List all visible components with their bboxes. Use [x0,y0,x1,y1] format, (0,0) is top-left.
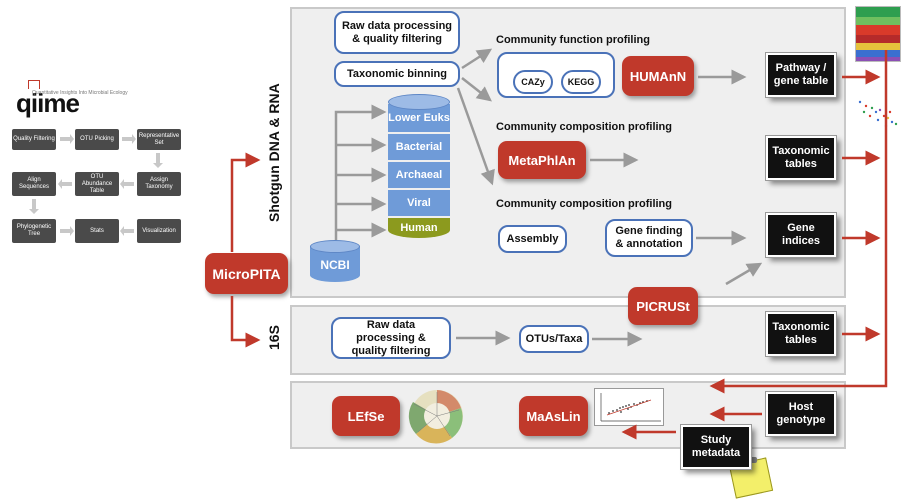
qiime-step-otu-picking: OTU Picking [75,129,119,150]
db-segment-human: Human [388,218,450,238]
qiime-step-phylogenetic-tree: Phylogenetic Tree [12,219,56,243]
database-cylinder: Lower Euks Bacterial Archaeal Viral Huma… [388,90,450,245]
thumb-band-darkred [856,35,900,43]
db-cylinder-top [388,94,450,110]
pathway-gene-table-box: Pathway / gene table [765,52,837,98]
cazy-box: CAZy [513,70,553,94]
qiime-step-visualization: Visualization [137,219,181,243]
thumb-band-blue [856,50,900,57]
community-function-heading: Community function profiling [496,34,650,46]
community-composition-heading-1: Community composition profiling [496,121,672,133]
host-genotype-box: Host genotype [765,391,837,437]
assembly-box: Assembly [498,225,567,253]
thumb-band-lightgreen [856,17,900,25]
qiime-step-quality-filtering: Quality Filtering [12,129,56,150]
qiime-step-otu-table: OTU Abundance Table [75,172,119,196]
scatter-thumbnail [858,100,898,128]
qiime-arrows [29,134,163,236]
db-segment-viral: Viral [388,190,450,216]
community-composition-heading-2: Community composition profiling [496,198,672,210]
qiime-logo-mark [28,80,40,89]
kegg-box: KEGG [561,70,601,94]
db-segment-archaeal: Archaeal [388,162,450,188]
thumb-band-red [856,25,900,35]
metaphlan-box: MetaPhlAn [498,141,586,179]
qiime-tagline: Quantitative Insights Into Microbial Eco… [32,90,128,96]
study-metadata-box: Study metadata [680,424,752,470]
qiime-logo-text: qiime [16,88,80,118]
raw-data-box: Raw data processing & quality filtering [334,11,460,54]
gene-finding-box: Gene finding & annotation [605,219,693,257]
picrust-box: PICRUSt [628,287,698,325]
clipboard-icon [728,455,774,499]
thumb-band-yellow [856,43,900,50]
qiime-step-align-sequences: Align Sequences [12,172,56,196]
gene-indices-box: Gene indices [765,212,837,258]
qiime-step-assign-taxonomy: Assign Taxonomy [137,172,181,196]
otus-taxa-box: OTUs/Taxa [519,325,589,353]
taxonomic-tables-box-1: Taxonomic tables [765,135,837,181]
clipboard-clip [745,457,757,463]
stacked-bar-thumbnail [855,6,901,62]
lefse-cladogram-image [408,390,463,444]
ncbi-cylinder: NCBI [310,238,360,284]
qiime-logo: qiime Quantitative Insights Into Microbi… [14,80,184,120]
taxonomic-binning-box: Taxonomic binning [334,61,460,87]
thumb-band-green [856,7,900,17]
maaslin-plot-image [594,388,664,426]
qiime-step-stats: Stats [75,219,119,243]
micropita-box: MicroPITA [205,253,288,294]
ncbi-top [310,240,360,253]
thumb-band-purple [856,57,900,61]
ncbi-label: NCBI [320,258,350,272]
s16-raw-data-box: Raw data processing & quality filtering [331,317,451,359]
maaslin-scatter [600,393,661,422]
taxonomic-tables-box-2: Taxonomic tables [765,311,837,357]
maaslin-box: MaAsLin [519,396,588,436]
humann-box: HUMAnN [622,56,694,96]
db-segment-bacterial: Bacterial [388,134,450,160]
lefse-box: LEfSe [332,396,400,436]
qiime-step-representative-set: Representative Set [137,129,181,150]
